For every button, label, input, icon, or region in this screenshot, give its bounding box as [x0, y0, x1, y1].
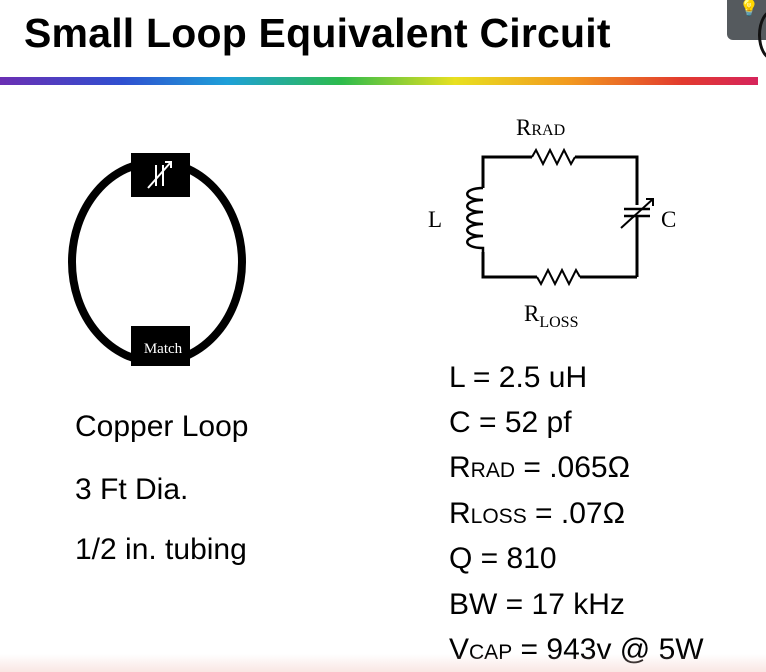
equivalent-circuit — [466, 147, 654, 287]
param-capacitance: C = 52 pf — [449, 406, 572, 439]
param-r-rad: RRAD = .065Ω — [449, 451, 631, 484]
loop-diameter: 3 Ft Dia. — [75, 473, 189, 506]
variable-capacitor-icon — [147, 161, 172, 189]
capacitor-arrow — [620, 198, 654, 229]
inductor-label: L — [428, 207, 442, 232]
match-label: Match — [144, 341, 183, 357]
loop-material: Copper Loop — [75, 410, 249, 443]
r-loss-label: RLOSS — [524, 301, 578, 331]
r-rad-resistor — [531, 147, 576, 167]
top-left-wire — [481, 155, 532, 159]
capacitor-arrow-head — [646, 198, 654, 206]
corner-toolbar-icon[interactable]: 💡 — [727, 0, 766, 60]
match-box — [131, 326, 190, 366]
r-rad-label: RRAD — [516, 115, 565, 140]
rainbow-divider — [0, 77, 758, 85]
bottom-left-wire — [481, 252, 537, 279]
param-bandwidth: BW = 17 kHz — [449, 588, 625, 621]
slide-title: Small Loop Equivalent Circuit — [24, 10, 611, 56]
lightbulb-icon: 💡 — [739, 0, 759, 17]
top-right-wire — [575, 155, 639, 205]
capacitor-label: C — [661, 207, 676, 232]
circuit-labels: RRAD RLOSS L C — [428, 115, 676, 331]
r-loss-resistor — [536, 267, 581, 287]
loop-tubing: 1/2 in. tubing — [75, 533, 247, 566]
inductor-coil — [466, 186, 485, 252]
bottom-shade — [0, 654, 766, 672]
param-r-loss: RLOSS = .07Ω — [449, 497, 626, 530]
param-inductance: L = 2.5 uH — [449, 361, 588, 394]
loop-antenna: Match — [68, 153, 246, 366]
param-q: Q = 810 — [449, 542, 557, 575]
